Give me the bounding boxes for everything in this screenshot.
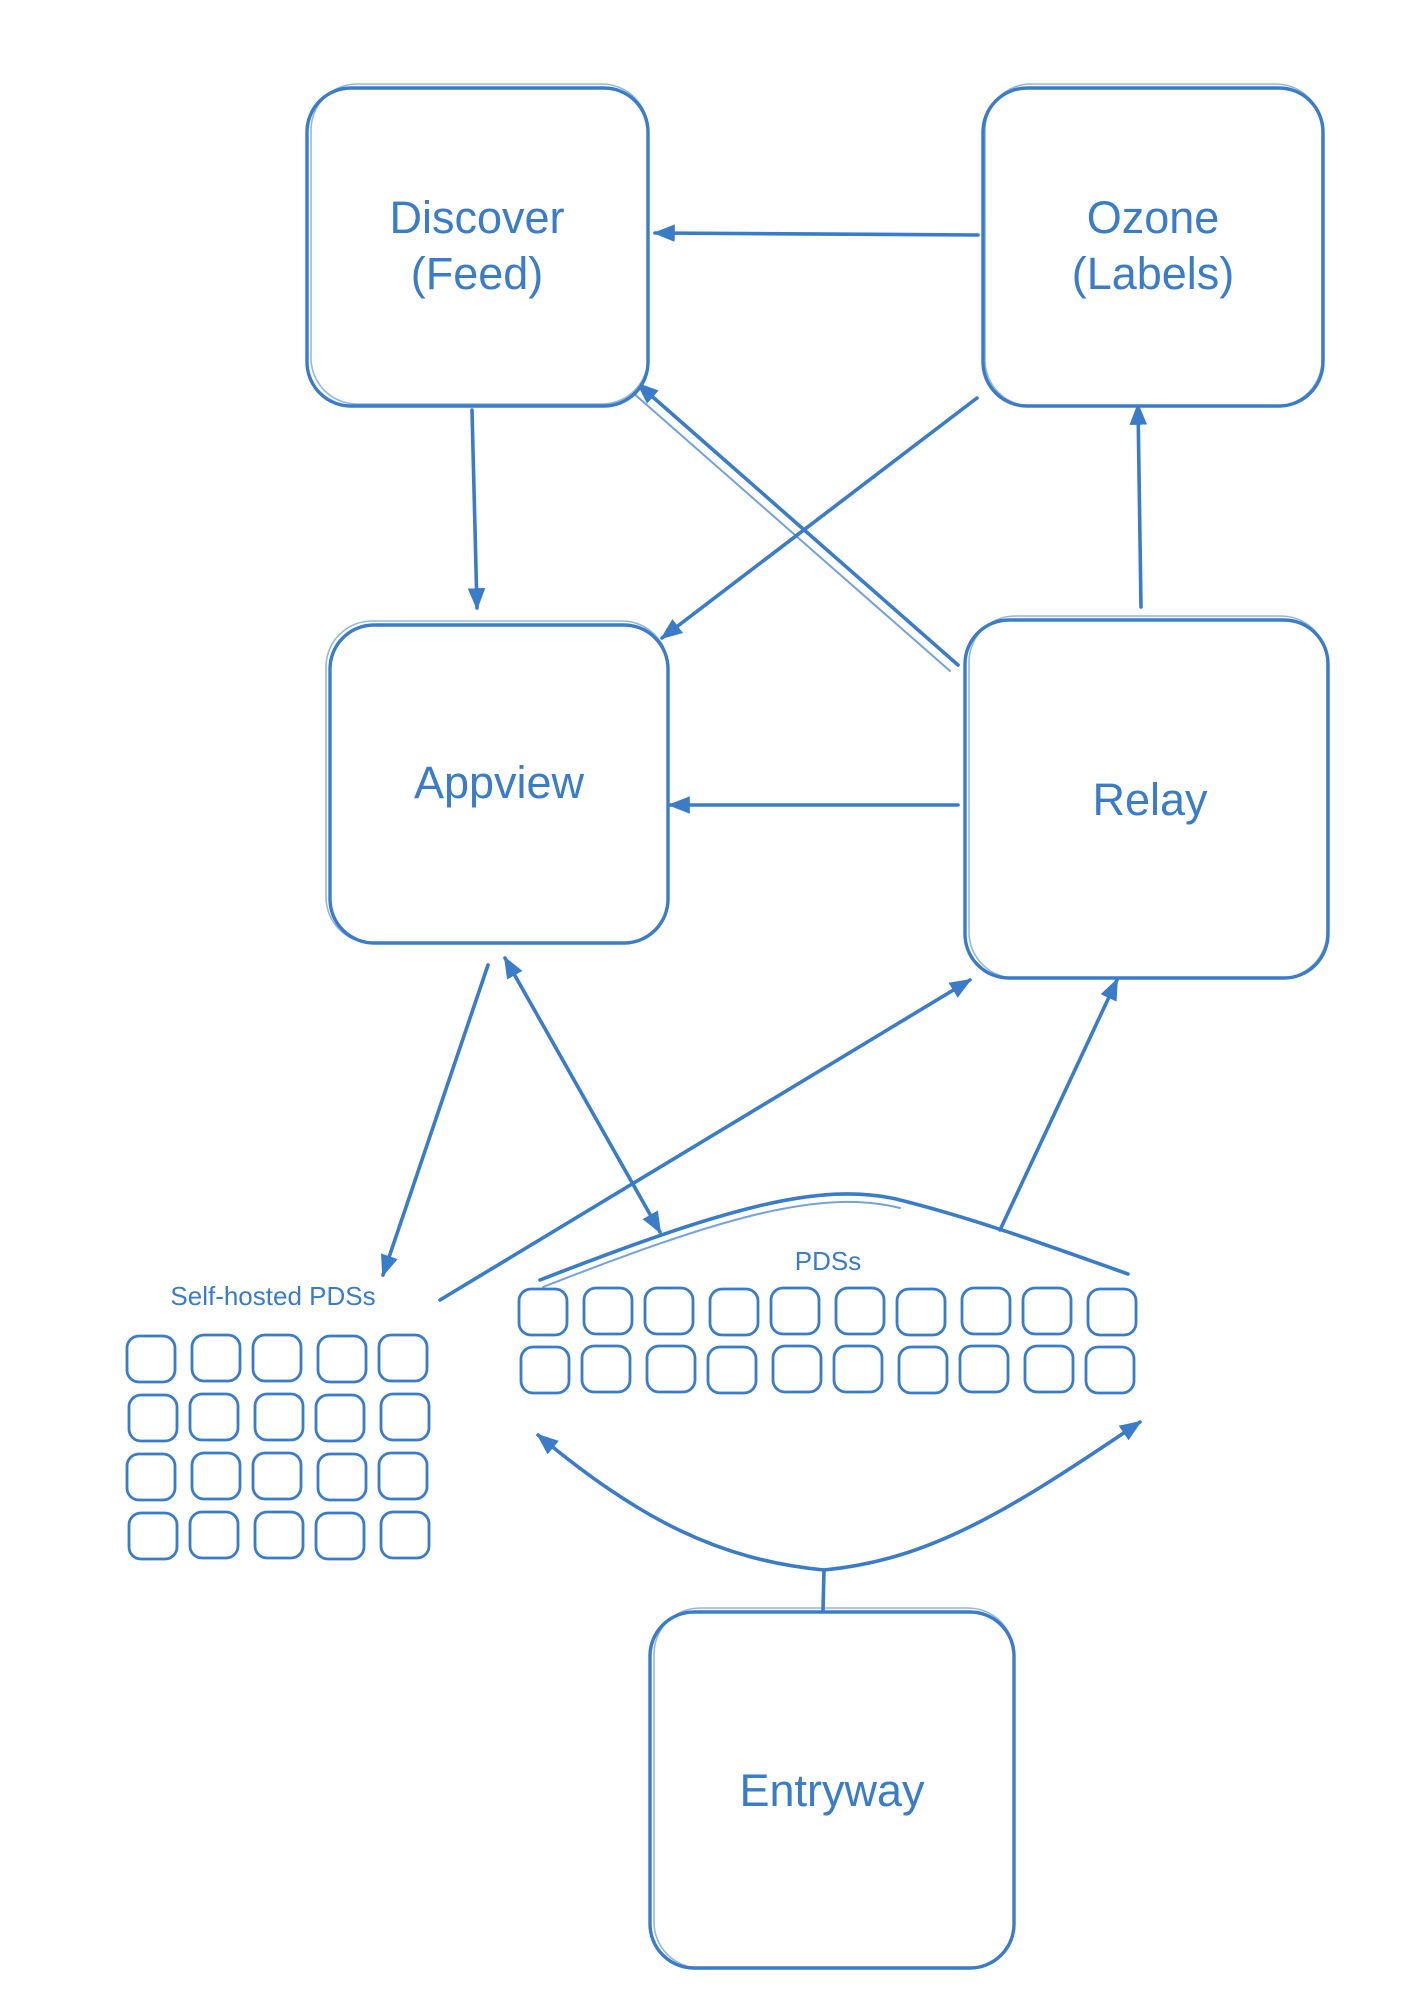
self-hosted-pds-cell [251,1451,303,1501]
pds-cell [517,1287,569,1337]
self-hosted-pds-label: Self-hosted PDSs [170,1281,375,1311]
pds-cell [519,1345,571,1395]
pds-cell [643,1286,695,1336]
self-hosted-pds-cell [125,1334,177,1384]
edges [381,224,1148,1612]
edge-ozone-to-appview [660,396,979,640]
appview-label: Appview [414,757,585,808]
pds-cell [1021,1286,1073,1336]
edge-discover-to-appview [467,408,486,611]
pds-cell [960,1286,1012,1336]
pds-cell [771,1344,823,1394]
node-appview: Appview [325,620,670,945]
group-self-hosted-pds: Self-hosted PDSs [125,1281,431,1561]
edge-relay-to-discover [636,382,960,667]
node-relay: Relay [963,615,1330,980]
pds-group-arc [538,1192,1130,1282]
pds-cell [1023,1344,1075,1394]
self-hosted-pds-cell [251,1333,303,1383]
pds-cell [897,1345,949,1395]
node-entryway: Entryway [648,1607,1016,1970]
self-hosted-pds-grid [125,1333,431,1561]
pds-cell [645,1344,697,1394]
discover-label-line2: (Feed) [411,248,544,299]
self-hosted-pds-cell [316,1452,368,1502]
edge-appview-to-self-hosted [381,963,490,1278]
ozone-label-line1: Ozone [1087,192,1220,243]
edge-self-hosted-to-relay [438,978,972,1302]
self-hosted-pds-cell [379,1392,431,1442]
edge-entryway-to-pds-right [822,1420,1142,1572]
self-hosted-pds-cell [379,1510,431,1560]
self-hosted-pds-cell [190,1451,242,1501]
edge-entryway-stem [821,1568,826,1612]
node-discover: Discover (Feed) [305,83,650,408]
self-hosted-pds-cell [316,1334,368,1384]
self-hosted-pds-cell [190,1333,242,1383]
pds-cell [834,1286,886,1336]
pds-label: PDSs [795,1246,861,1276]
self-hosted-pds-cell [188,1392,240,1442]
self-hosted-pds-cell [377,1333,429,1383]
pds-cell [895,1287,947,1337]
self-hosted-pds-cell [127,1511,179,1561]
self-hosted-pds-cell [188,1510,240,1560]
edge-appview-pds-bidirectional [503,956,662,1234]
discover-label-line1: Discover [389,192,564,243]
pds-cell [582,1286,634,1336]
relay-label: Relay [1092,774,1208,825]
self-hosted-pds-cell [125,1452,177,1502]
edge-pds-to-relay [998,978,1119,1232]
self-hosted-pds-cell [377,1451,429,1501]
ozone-label-line2: (Labels) [1072,248,1235,299]
edge-entryway-to-pds-left [536,1433,826,1572]
node-ozone: Ozone (Labels) [981,83,1325,408]
pds-cell [1084,1345,1136,1395]
edge-ozone-to-discover [652,224,980,242]
pds-cell [832,1344,884,1394]
pds-cell [706,1345,758,1395]
self-hosted-pds-cell [314,1393,366,1443]
pds-cell [1086,1287,1138,1337]
pds-cell [958,1344,1010,1394]
self-hosted-pds-cell [253,1510,305,1560]
self-hosted-pds-cell [127,1393,179,1443]
pds-cell [580,1344,632,1394]
entryway-label: Entryway [739,1765,925,1816]
group-pds: PDSs [517,1246,1138,1395]
edge-relay-to-ozone [1129,402,1148,609]
self-hosted-pds-cell [314,1511,366,1561]
pds-cell [708,1287,760,1337]
self-hosted-pds-cell [253,1392,305,1442]
pds-grid [517,1286,1138,1395]
pds-cell [769,1286,821,1336]
